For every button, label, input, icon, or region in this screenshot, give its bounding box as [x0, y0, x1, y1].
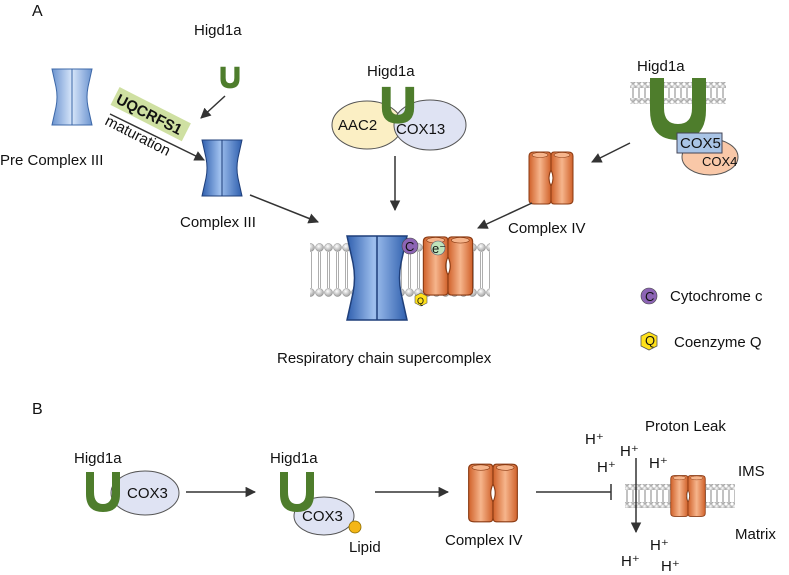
matrix-label: Matrix: [735, 526, 776, 543]
higd1a-icon-4: [86, 472, 120, 512]
cox3-label-2: COX3: [302, 508, 343, 525]
complex-iv-icon-a: [528, 151, 574, 205]
lipid-shape: [348, 520, 362, 534]
supercomplex-complex-iii: [346, 235, 408, 321]
higd1a-icon-1: [220, 66, 240, 89]
legend-cytochrome-c-icon: [640, 287, 658, 305]
legend-coenzyme-q-label: Coenzyme Q: [674, 334, 762, 351]
higd1a-label-3: Higd1a: [637, 58, 685, 75]
higd1a-icon-2: [381, 86, 415, 124]
arrow-higd1a-to-complex-iv: [591, 142, 631, 163]
electron-label: e⁻: [432, 241, 446, 256]
complex-iv-label-a: Complex IV: [508, 220, 586, 237]
proton-3: H⁺: [597, 459, 616, 476]
proton-5: H⁺: [621, 553, 640, 570]
complex-iv-icon-b: [468, 463, 518, 523]
pre-complex-iii-icon: [51, 68, 93, 126]
pre-complex-iii-label: Pre Complex III: [0, 152, 103, 169]
supercomplex-electron: [430, 240, 446, 256]
panel-b-label: B: [32, 401, 43, 418]
complex-iii-icon: [201, 139, 243, 197]
supercomplex-cyt-symbol: C: [405, 239, 414, 254]
proton-4: H⁺: [649, 455, 668, 472]
cox3-label-1: COX3: [127, 485, 168, 502]
higd1a-label-4: Higd1a: [74, 450, 122, 467]
arrow-maturation: [109, 113, 205, 161]
higd1a-icon-3: [650, 78, 706, 140]
cox13-label: COX13: [396, 121, 445, 138]
complex-iv-label-b: Complex IV: [445, 532, 523, 549]
legend-coenzyme-q-icon: [640, 331, 658, 351]
higd1a-icon-5: [280, 472, 314, 512]
legend-cyt-symbol: C: [645, 289, 654, 304]
panel-a-label: A: [32, 3, 43, 20]
arrow-complex-iv-to-supercomplex: [477, 202, 533, 229]
supercomplex-cytochrome-c: [401, 237, 419, 255]
proton-1: H⁺: [585, 431, 604, 448]
supercomplex-q-symbol: Q: [417, 296, 424, 306]
arrow-complex-iii-to-supercomplex: [249, 194, 319, 224]
proton-7: H⁺: [661, 558, 680, 575]
legend-cytochrome-c-label: Cytochrome c: [670, 288, 763, 305]
proton-6: H⁺: [650, 537, 669, 554]
membrane-small-1: [630, 82, 726, 104]
supercomplex-label: Respiratory chain supercomplex: [277, 350, 492, 367]
cox5-label: COX5: [680, 135, 721, 152]
lipid-label: Lipid: [349, 539, 381, 556]
cox5-shape: [676, 132, 723, 154]
cox4-label: COX4: [702, 154, 737, 169]
proton-leak-label: Proton Leak: [645, 418, 726, 435]
higd1a-label-2: Higd1a: [367, 63, 415, 80]
legend-q-symbol: Q: [645, 333, 655, 348]
higd1a-label-1: Higd1a: [194, 22, 242, 39]
aac2-label: AAC2: [338, 117, 377, 134]
complex-iii-label: Complex III: [180, 214, 256, 231]
higd1a-label-5: Higd1a: [270, 450, 318, 467]
ims-label: IMS: [738, 463, 765, 480]
supercomplex-coenzyme-q: [414, 292, 428, 307]
cox3-shape-1: [110, 470, 180, 516]
arrow-higd1a-to-uqcrfs1: [200, 95, 226, 119]
proton-2: H⁺: [620, 443, 639, 460]
